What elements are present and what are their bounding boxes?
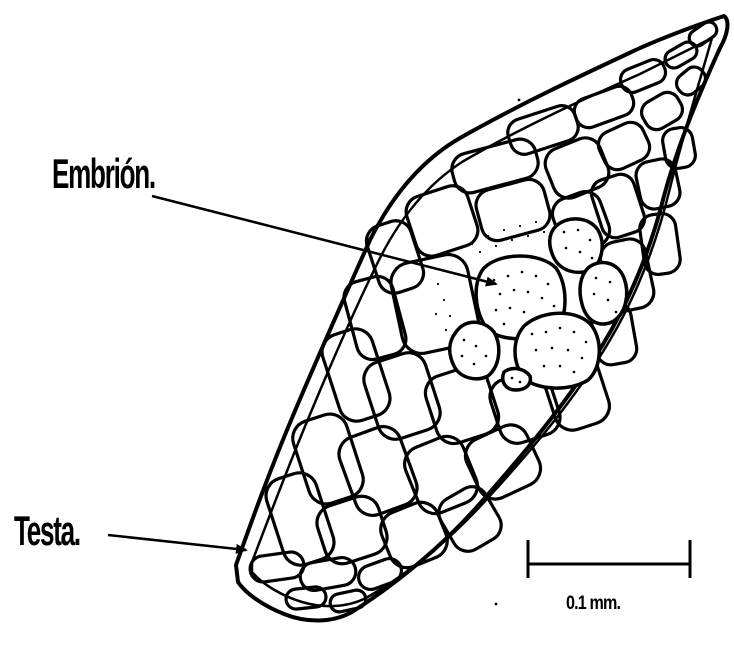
testa-label: Testa. (14, 507, 80, 555)
embryo-left-cell (450, 322, 499, 379)
testa-pointer-line (108, 535, 246, 550)
speck (518, 99, 521, 102)
embryo (450, 219, 627, 390)
embryo-bottom-cell (503, 369, 531, 390)
speck (495, 603, 498, 606)
embryo-label: Embrión. (52, 150, 155, 198)
embryo-right-cell (580, 263, 627, 324)
scale-bar-label: 0.1 mm. (566, 593, 620, 615)
embryo-pointer-line (152, 196, 496, 284)
scale-bar (528, 540, 690, 578)
